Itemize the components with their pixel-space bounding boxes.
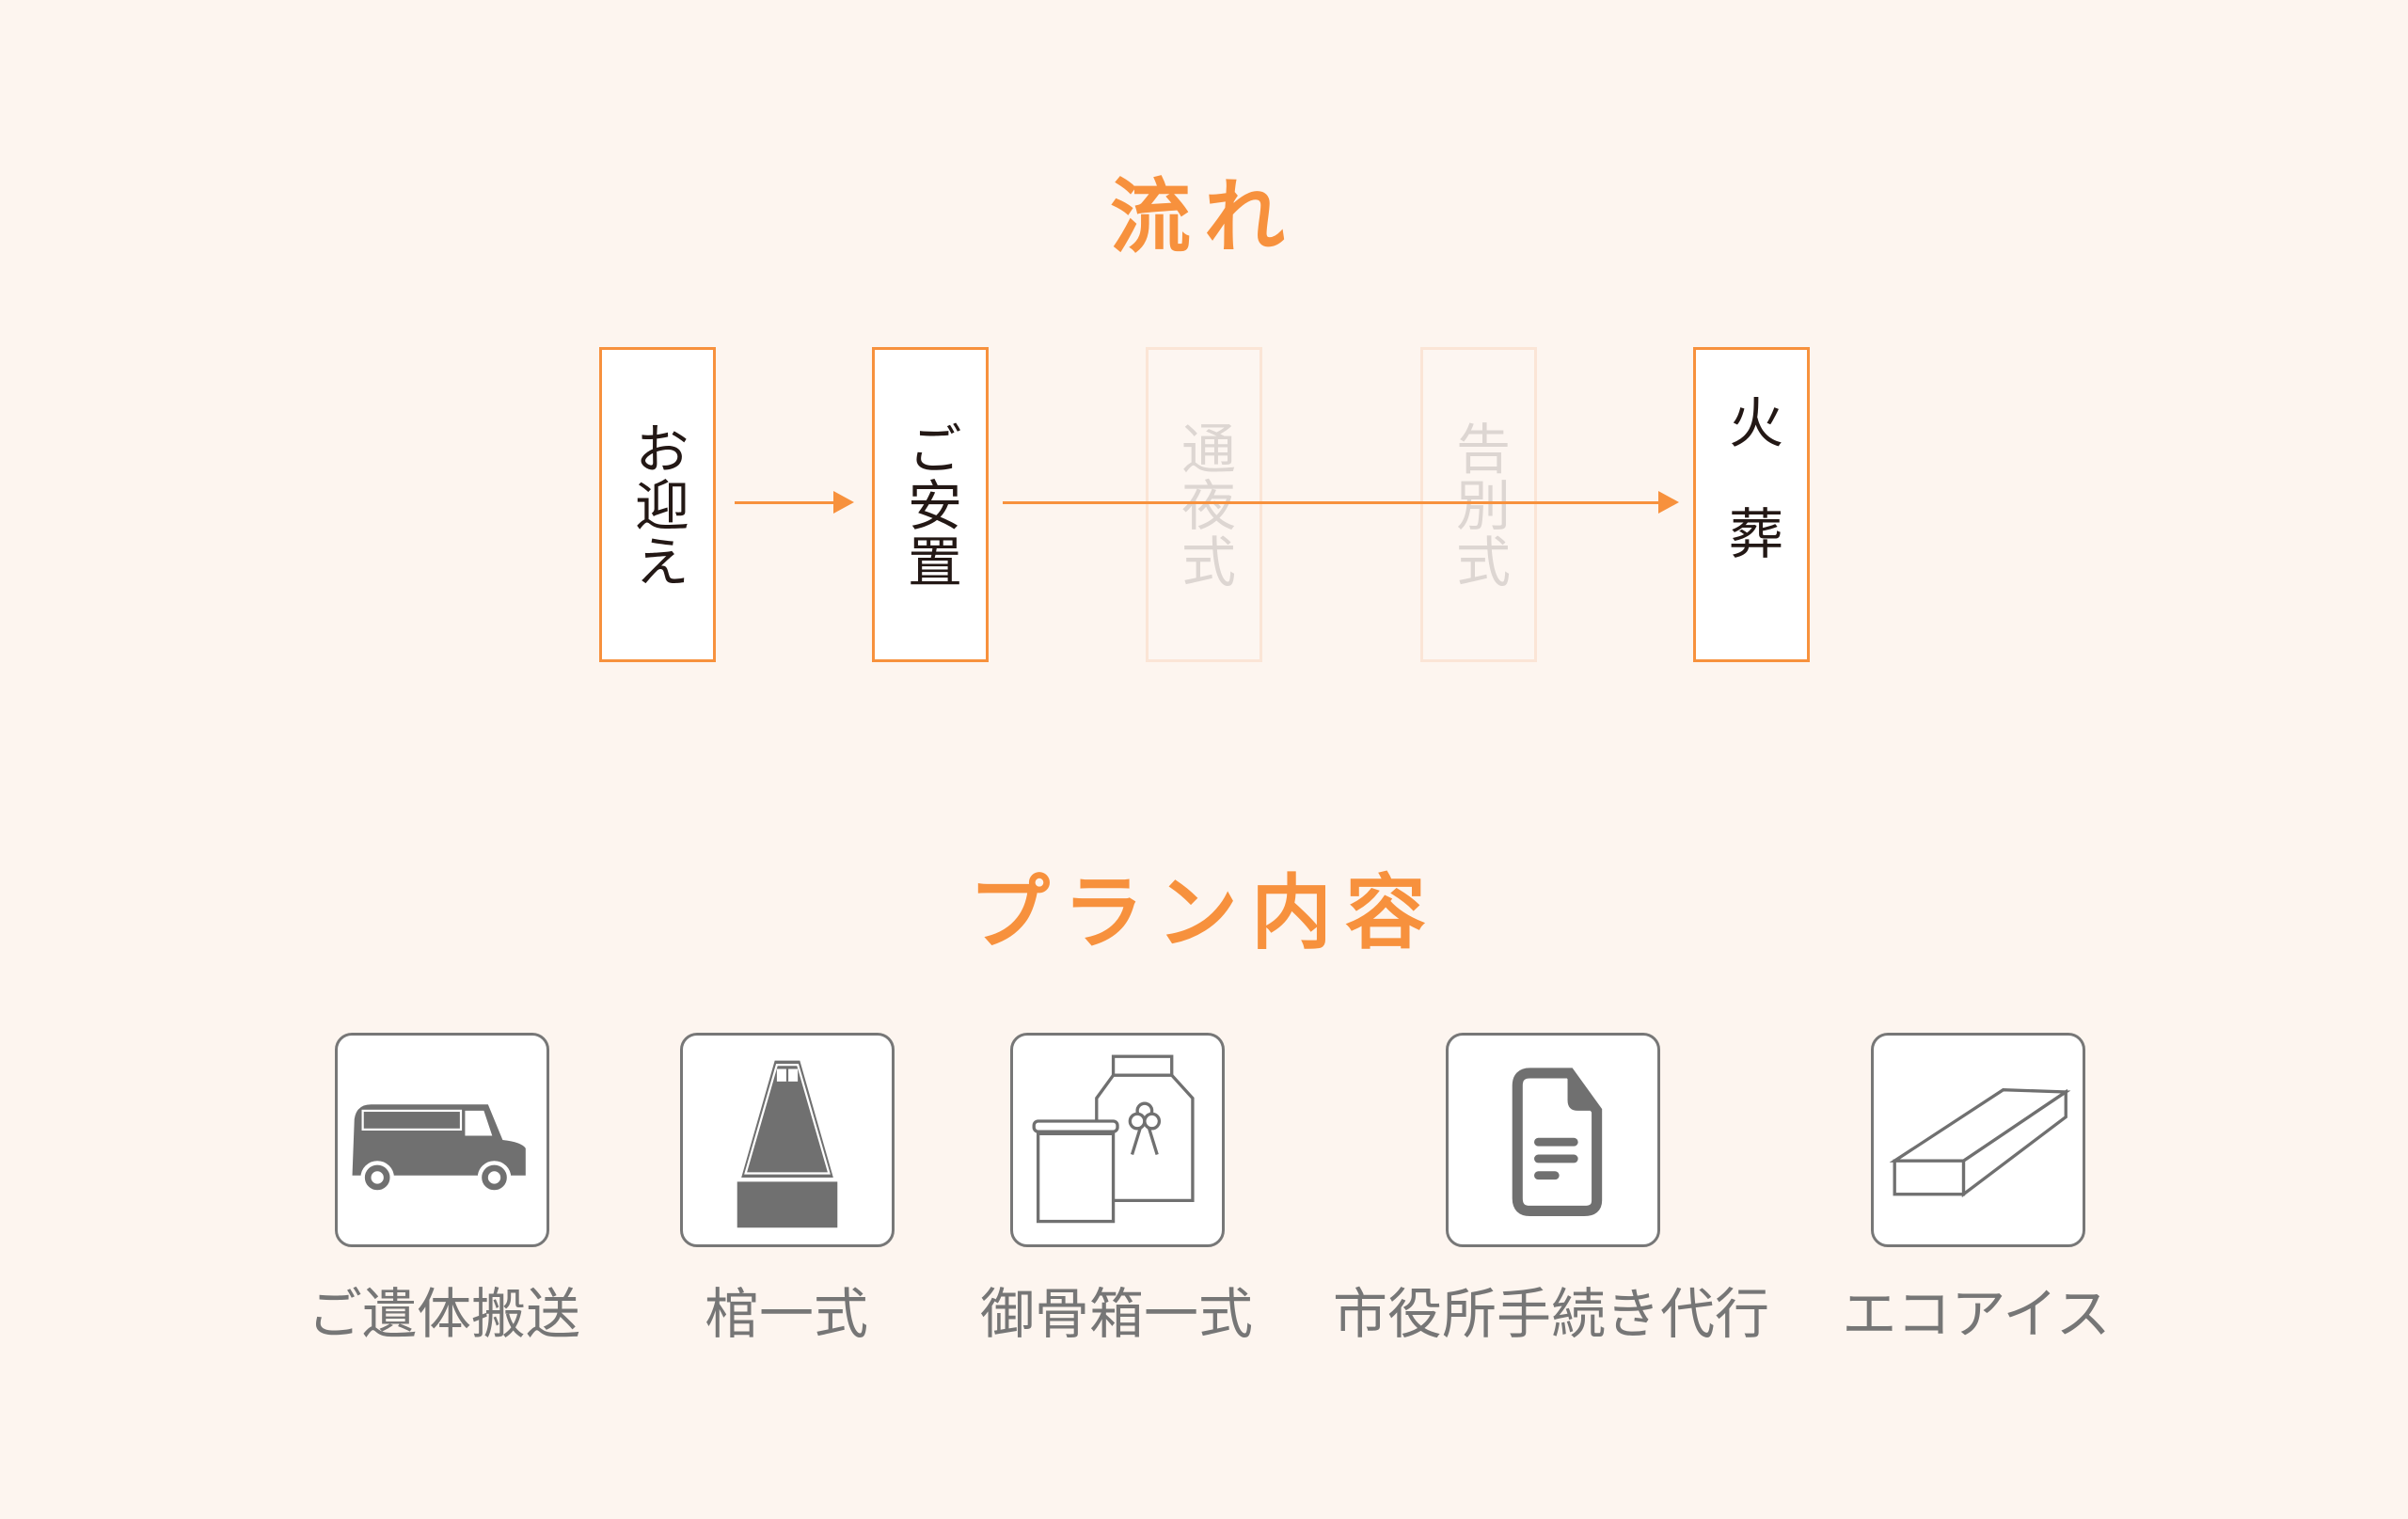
plan-item-label: エコアイス bbox=[1842, 1282, 2111, 1346]
coffin-icon bbox=[680, 1033, 895, 1247]
flow-arrow bbox=[735, 491, 854, 514]
flow-step-goanchi: ご安置 bbox=[872, 347, 989, 662]
dry-ice-icon bbox=[1871, 1033, 2085, 1247]
flow-step-kaso: 火葬 bbox=[1693, 347, 1810, 662]
step-label: お迎え bbox=[626, 419, 689, 590]
urn-box-icon bbox=[1010, 1033, 1225, 1247]
step-label: 通夜式 bbox=[1172, 419, 1236, 590]
plan-item-label: 御骨箱一式 bbox=[979, 1282, 1253, 1346]
flow-step-tsuya: 通夜式 bbox=[1146, 347, 1262, 662]
plan-item-label: 市役所手続き代行 bbox=[1332, 1282, 1769, 1346]
step-label: ご安置 bbox=[898, 419, 962, 590]
plan-title: プラン内容 bbox=[969, 866, 1439, 960]
flow-title: 流れ bbox=[1110, 170, 1298, 264]
flow-arrow bbox=[1003, 491, 1679, 514]
step-label: 告別式 bbox=[1447, 419, 1511, 590]
document-icon bbox=[1446, 1033, 1660, 1247]
plan-item-label: ご遺体搬送 bbox=[307, 1282, 580, 1346]
plan-item-label: 棺一式 bbox=[704, 1282, 868, 1346]
step-label: 火葬 bbox=[1719, 393, 1783, 616]
flow-step-kokubetsu: 告別式 bbox=[1420, 347, 1537, 662]
flow-step-omukae: お迎え bbox=[599, 347, 716, 662]
van-icon bbox=[335, 1033, 549, 1247]
